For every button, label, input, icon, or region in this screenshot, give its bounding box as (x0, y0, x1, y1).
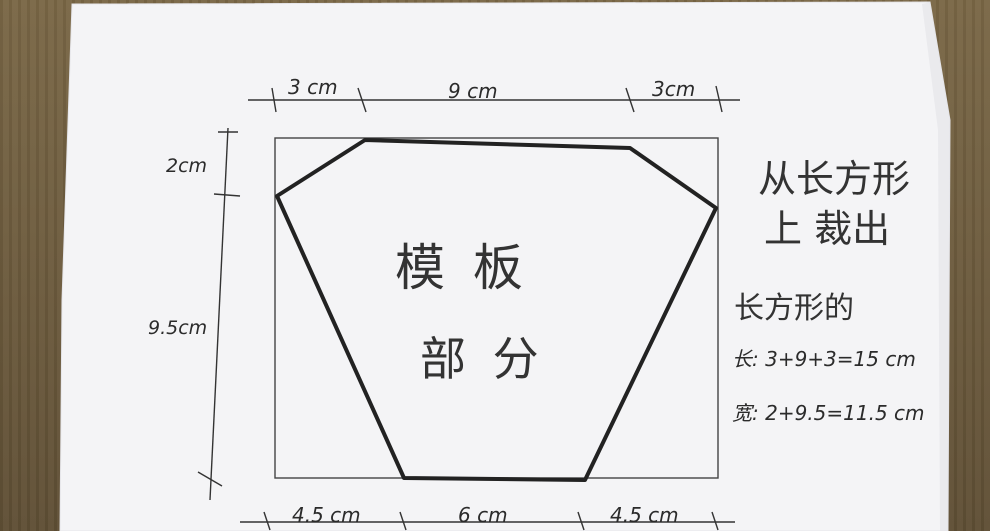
dim-label-top-middle: 9 cm (448, 79, 498, 103)
center-label-line2: 部 分 (420, 332, 545, 386)
dim-label-bottom-right: 4.5 cm (610, 503, 679, 527)
note-cut-line2: 上 裁出 (764, 207, 890, 251)
template-shape (275, 138, 718, 482)
center-label-line1: 模 板 (395, 239, 529, 297)
paper-shadow (922, 2, 950, 531)
left-dimension-line (197, 127, 241, 501)
dim-label-left-upper: 2cm (166, 155, 207, 177)
bottom-dimension-line (240, 511, 735, 531)
note-cut-line1: 从长方形 (758, 157, 910, 201)
dim-label-bottom-middle: 6 cm (458, 503, 508, 527)
top-dimension-line (248, 85, 740, 113)
note-length: 长: 3+9+3=15 cm (732, 347, 916, 371)
dim-label-bottom-left: 4.5 cm (292, 503, 361, 527)
note-rect-title: 长方形的 (734, 291, 854, 326)
note-width: 宽: 2+9.5=11.5 cm (732, 401, 925, 425)
dim-label-top-left: 3 cm (288, 75, 338, 99)
dim-label-top-right: 3cm (652, 77, 695, 101)
dim-label-left-lower: 9.5cm (148, 317, 207, 339)
